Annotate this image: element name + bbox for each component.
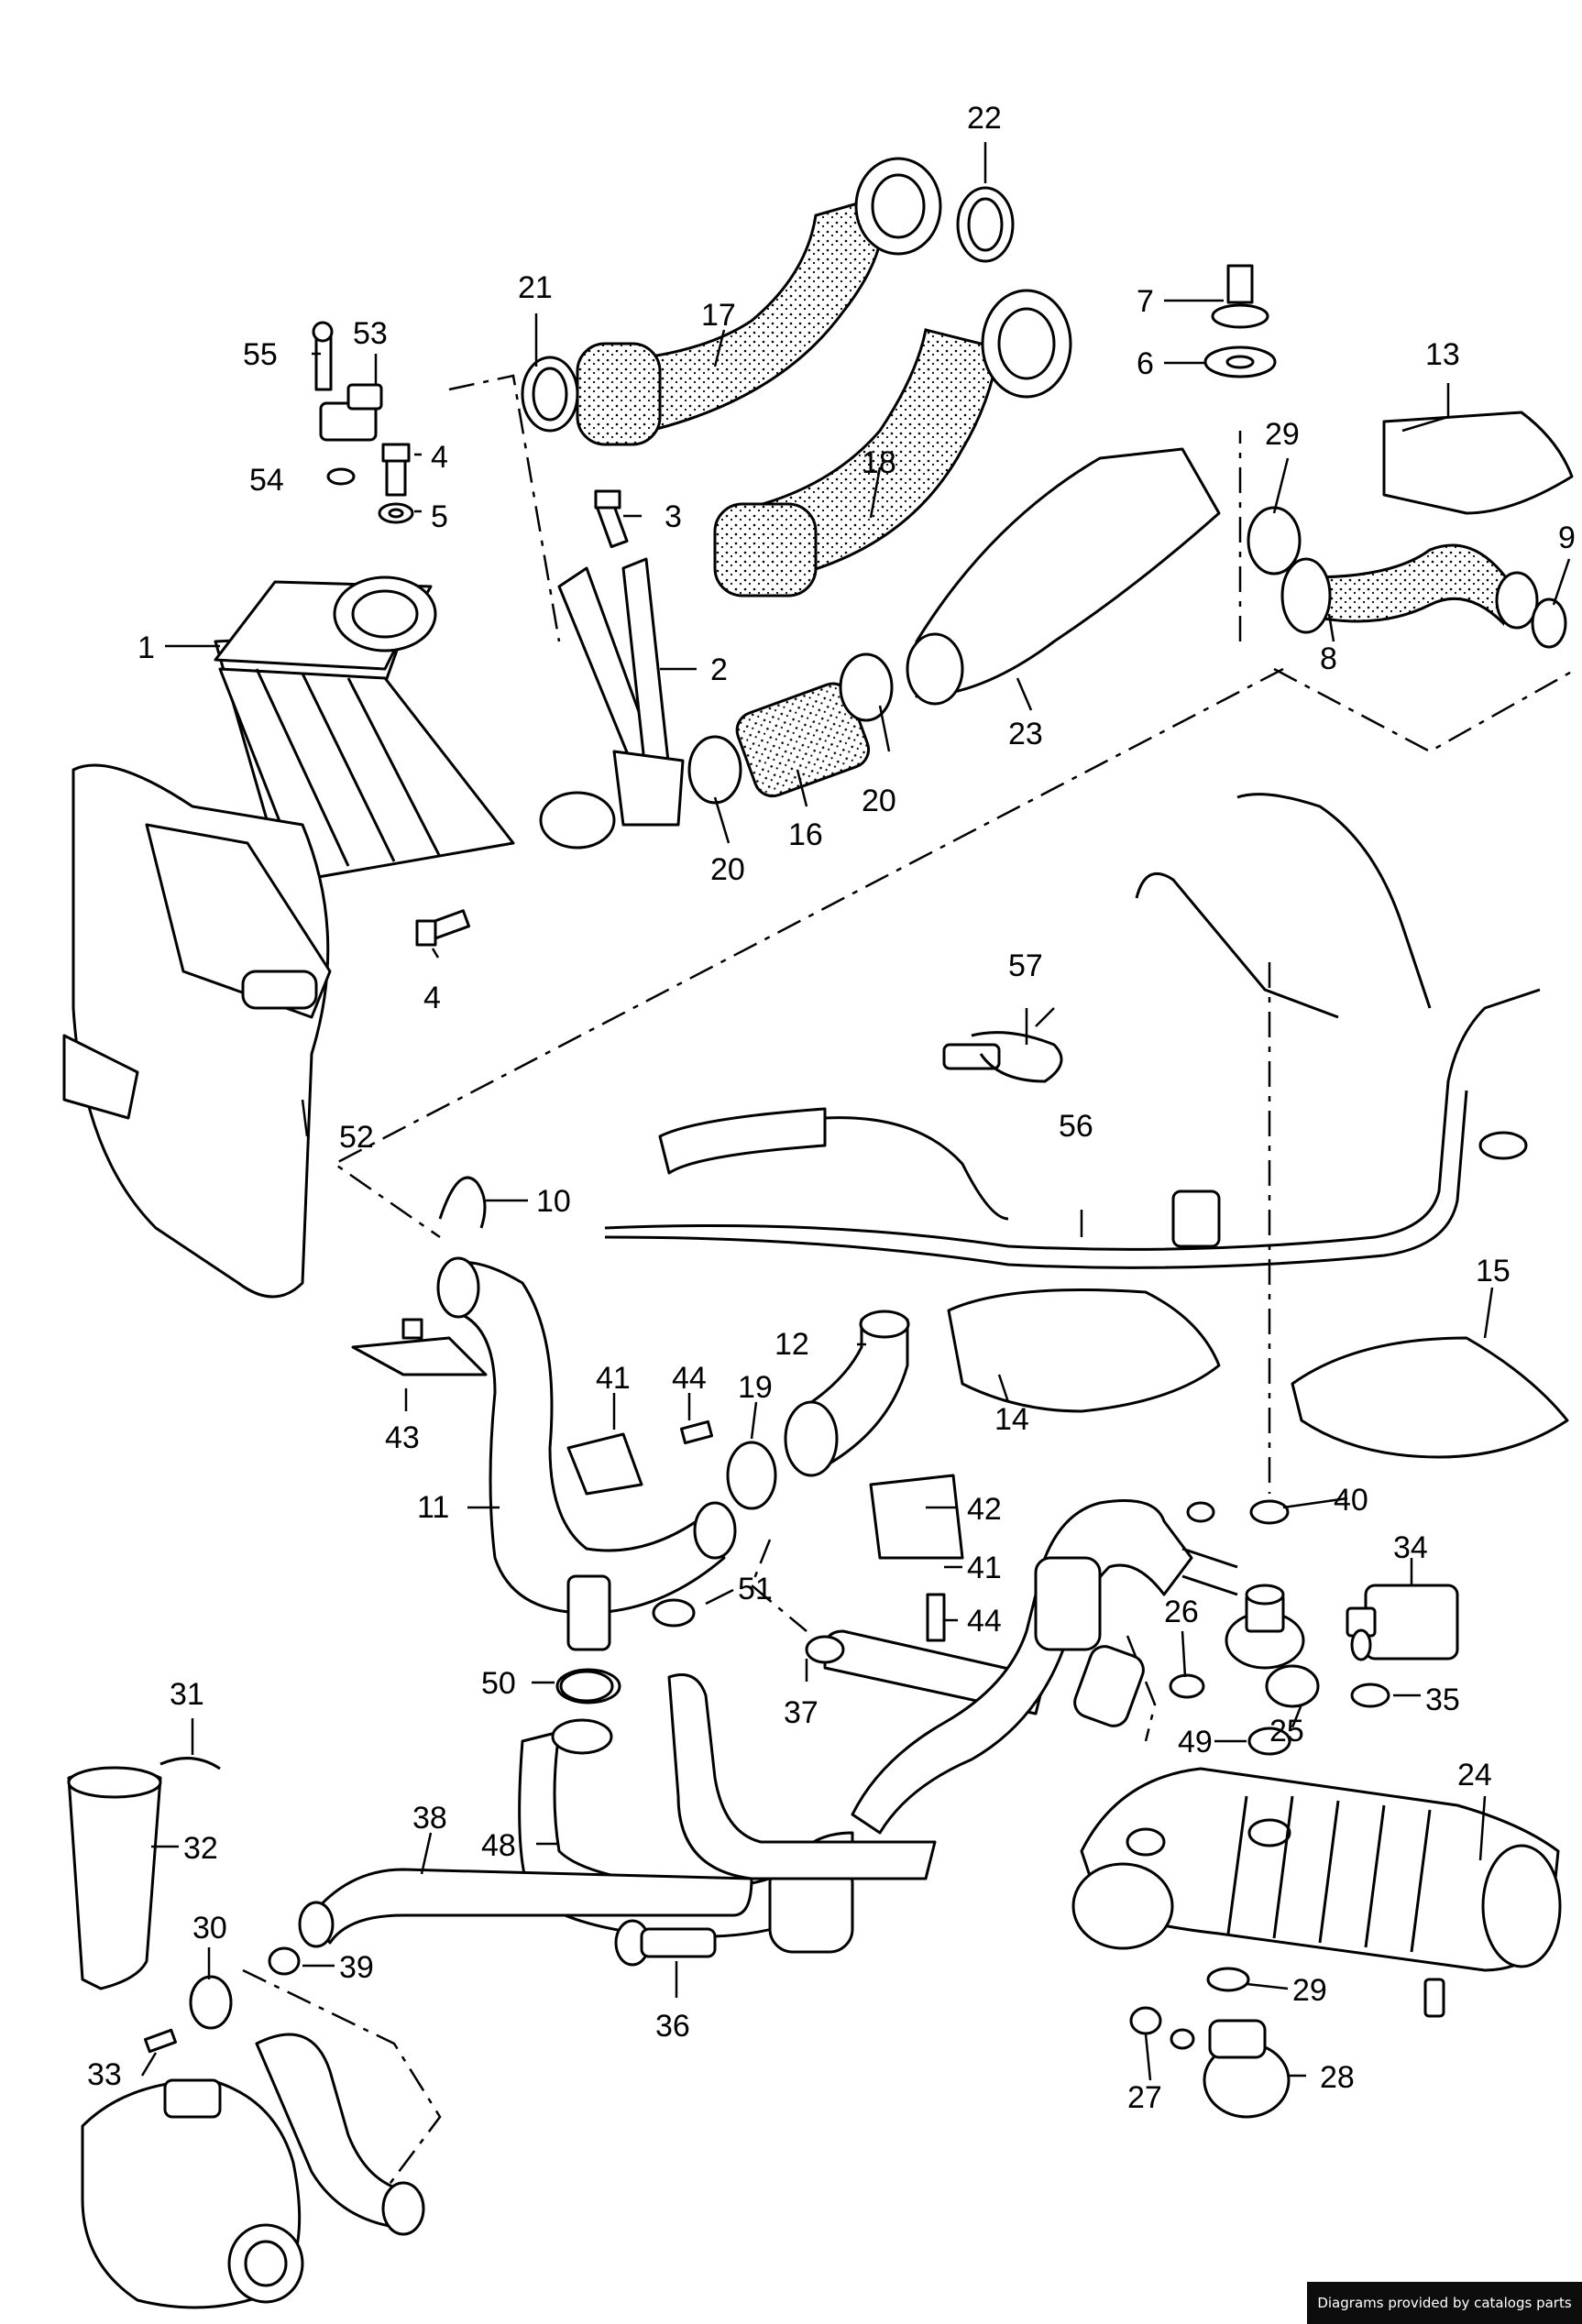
callout-44: 44 — [672, 1361, 707, 1396]
pipe-38 — [268, 1868, 753, 1976]
intercooler — [214, 576, 616, 891]
callout-18: 18 — [862, 445, 896, 480]
callout-20: 20 — [710, 852, 745, 887]
valve-34 — [1346, 1584, 1459, 1661]
callout-2: 2 — [710, 652, 728, 687]
valve-6-7 — [1203, 264, 1277, 378]
callout-9: 9 — [1558, 521, 1576, 555]
callout-56: 56 — [1059, 1109, 1093, 1144]
callout-44: 44 — [967, 1604, 1002, 1639]
callout-17: 17 — [701, 298, 736, 333]
bolts-upper — [378, 443, 629, 947]
callout-1: 1 — [137, 630, 155, 665]
hose-clamps-21-22 — [521, 186, 1015, 433]
callout-35: 35 — [1425, 1683, 1460, 1717]
pipe-11 — [436, 1256, 737, 1705]
callout-36: 36 — [655, 2009, 690, 2044]
hose-18 — [713, 289, 1072, 597]
callout-14: 14 — [994, 1402, 1029, 1437]
callout-57: 57 — [1008, 948, 1043, 983]
callout-39: 39 — [339, 1950, 374, 1985]
callout-11: 11 — [417, 1490, 449, 1525]
callout-29: 29 — [1292, 1973, 1327, 2008]
callout-27: 27 — [1127, 2080, 1162, 2115]
pipe-37-hose — [667, 1629, 1047, 1880]
clamps-26-35-40-49 — [1169, 1499, 1390, 1756]
callout-38: 38 — [412, 1801, 447, 1836]
callout-20: 20 — [862, 784, 896, 818]
callout-6: 6 — [1137, 346, 1154, 381]
pipe-assembly-56 — [604, 793, 1541, 1269]
callout-52: 52 — [339, 1120, 374, 1155]
callout-50: 50 — [481, 1666, 516, 1701]
callout-30: 30 — [192, 1911, 227, 1946]
callout-12: 12 — [775, 1327, 809, 1362]
callout-4: 4 — [431, 440, 448, 475]
callout-26: 26 — [1164, 1595, 1199, 1629]
hose-17 — [576, 157, 942, 446]
callout-54: 54 — [249, 463, 284, 498]
callout-48: 48 — [481, 1828, 516, 1863]
callout-49: 49 — [1178, 1725, 1213, 1759]
callout-labels: 1 2 3 4 4 5 6 7 8 9 10 11 12 13 14 15 16… — [87, 101, 1576, 2115]
air-duct-shroud — [62, 763, 332, 1299]
callout-22: 22 — [967, 101, 1002, 136]
turbo-pipe-32 — [67, 1757, 233, 2054]
mounting-bracket — [557, 557, 685, 827]
callout-3: 3 — [665, 499, 682, 534]
callout-51: 51 — [738, 1572, 773, 1606]
air-pipe-23 — [906, 447, 1221, 706]
heat-shields — [947, 411, 1574, 1459]
callout-31: 31 — [170, 1677, 204, 1712]
callout-32: 32 — [183, 1831, 218, 1866]
callout-7: 7 — [1137, 284, 1154, 319]
turbocharger — [81, 2033, 425, 2309]
callout-10: 10 — [536, 1184, 571, 1219]
callout-53: 53 — [353, 316, 388, 351]
callout-16: 16 — [788, 817, 823, 852]
callout-8: 8 — [1320, 641, 1337, 676]
catalog-credit-text: Diagrams provided by catalogs parts — [1317, 2295, 1572, 2311]
callout-4: 4 — [423, 981, 441, 1015]
clips-10-43 — [351, 1176, 488, 1376]
callout-43: 43 — [385, 1420, 420, 1455]
catalog-credit-badge: Diagrams provided by catalogs parts — [1307, 2282, 1582, 2324]
pipe-12 — [726, 1310, 910, 1510]
clamps-50-51 — [559, 1598, 696, 1703]
callout-15: 15 — [1476, 1254, 1511, 1288]
intake-boot-24 — [1071, 1767, 1562, 2018]
hose-16 — [687, 652, 894, 805]
callout-29: 29 — [1265, 417, 1300, 452]
callout-24: 24 — [1457, 1758, 1492, 1792]
valve-28 — [1129, 1967, 1291, 2119]
callout-23: 23 — [1008, 717, 1043, 751]
callout-55: 55 — [243, 337, 278, 372]
callout-42: 42 — [967, 1492, 1002, 1527]
bracket-41-44 — [566, 1420, 964, 1642]
hose-8 — [1247, 506, 1567, 649]
callout-25: 25 — [1269, 1714, 1304, 1748]
charge-pressure-sensor — [312, 321, 383, 486]
callout-37: 37 — [784, 1695, 818, 1730]
callout-33: 33 — [87, 2057, 122, 2092]
callout-19: 19 — [738, 1370, 773, 1405]
callout-41: 41 — [967, 1551, 1002, 1585]
valve-25 — [1225, 1584, 1320, 1708]
callout-40: 40 — [1334, 1483, 1368, 1518]
pipe-main-lower — [851, 1499, 1238, 1835]
callout-34: 34 — [1393, 1530, 1428, 1565]
callout-13: 13 — [1425, 337, 1460, 372]
leader-lines — [140, 142, 1571, 2081]
callout-5: 5 — [431, 499, 448, 534]
callout-28: 28 — [1320, 2060, 1355, 2095]
callout-41: 41 — [596, 1361, 631, 1396]
callout-21: 21 — [518, 270, 553, 305]
